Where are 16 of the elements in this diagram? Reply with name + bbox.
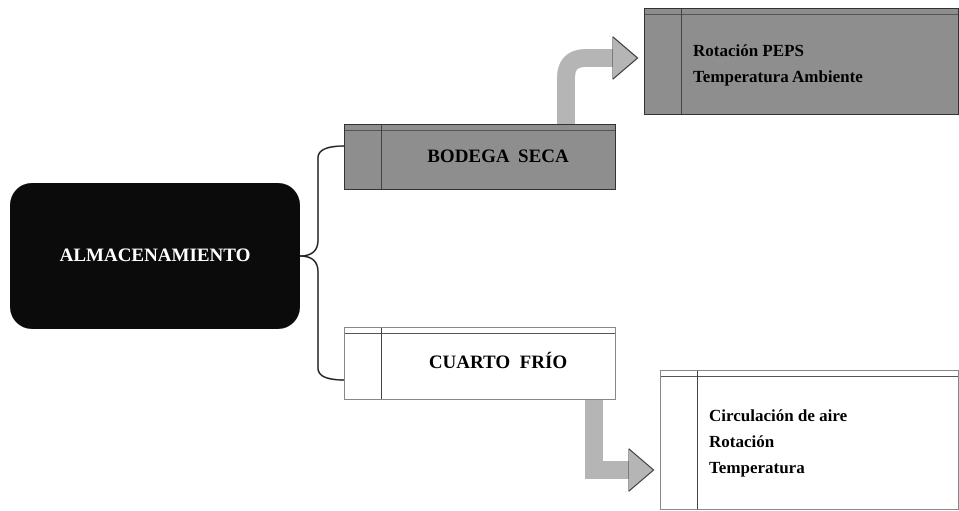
root-box xyxy=(10,183,300,329)
category-box xyxy=(344,124,616,190)
category-box xyxy=(344,327,616,400)
root-title: ALMACENAMIENTO xyxy=(60,244,250,268)
category-box xyxy=(644,8,959,115)
detail-item: Rotación PEPS xyxy=(693,40,804,62)
category-title: BODEGA SECA xyxy=(427,144,569,169)
block-arrow xyxy=(585,400,654,492)
bracket-connector xyxy=(300,255,344,381)
category-title: CUARTO FRÍO xyxy=(428,350,568,376)
detail-item: Rotación xyxy=(709,431,774,453)
detail-item: Temperatura xyxy=(709,457,805,479)
detail-item: Circulación de aire xyxy=(709,405,848,427)
bracket-connector xyxy=(300,145,344,257)
detail-item: Temperatura Ambiente xyxy=(693,66,863,88)
category-box xyxy=(660,370,959,510)
